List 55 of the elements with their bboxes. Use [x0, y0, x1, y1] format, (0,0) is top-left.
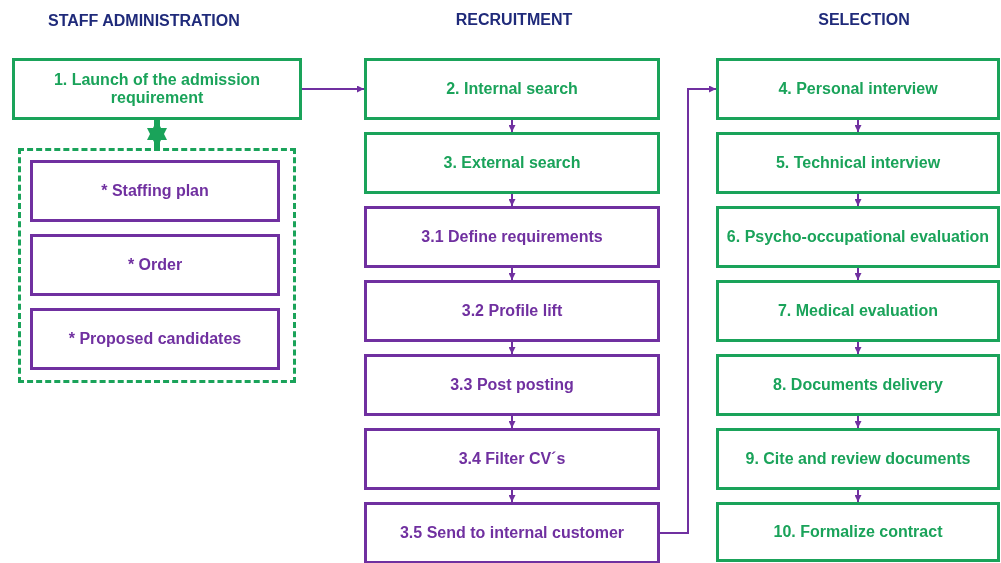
arrow	[854, 193, 862, 207]
box-label: 3.4 Filter CV´s	[458, 449, 566, 469]
box-label: 8. Documents delivery	[773, 375, 943, 395]
process-box	[716, 502, 1000, 562]
process-box	[716, 428, 1000, 490]
process-box	[364, 206, 660, 268]
process-box	[364, 280, 660, 342]
process-box	[364, 58, 660, 120]
arrow	[508, 119, 516, 133]
column-heading: RECRUITMENT	[455, 11, 573, 29]
box-label: 6. Psycho-occupational evaluation	[726, 227, 990, 247]
box-label: 1. Launch of the admission requirement	[52, 70, 262, 108]
process-box	[364, 354, 660, 416]
box-label: 7. Medical evaluation	[777, 301, 939, 321]
process-box	[716, 206, 1000, 268]
dashed-group-box	[18, 148, 296, 383]
arrow	[854, 119, 862, 133]
process-box	[364, 132, 660, 194]
process-box	[716, 280, 1000, 342]
process-box	[716, 58, 1000, 120]
arrow	[854, 489, 862, 503]
box-label: 3. External search	[443, 153, 581, 173]
arrow	[508, 415, 516, 429]
column-heading: STAFF ADMINISTRATION	[48, 12, 240, 30]
arrow	[508, 489, 516, 503]
box-label: * Proposed candidates	[68, 329, 242, 349]
process-box	[364, 502, 660, 563]
arrow	[659, 85, 717, 534]
box-label: 3.1 Define requirements	[421, 227, 603, 247]
box-label: 3.3 Post posting	[450, 375, 574, 395]
box-label: 4. Personal interview	[778, 79, 938, 99]
box-label: 2. Internal search	[446, 79, 578, 99]
process-box	[30, 308, 280, 370]
double-arrow	[147, 120, 167, 148]
arrow	[854, 415, 862, 429]
process-box	[12, 58, 302, 120]
process-box	[716, 354, 1000, 416]
column-heading: SELECTION	[818, 11, 910, 29]
box-label: * Staffing plan	[101, 181, 209, 201]
box-label: 9. Cite and review documents	[745, 449, 971, 469]
box-label: 3.5 Send to internal customer	[399, 523, 625, 543]
arrow	[301, 85, 365, 93]
arrow	[508, 267, 516, 281]
arrow	[508, 341, 516, 355]
box-label: 10. Formalize contract	[773, 522, 943, 542]
process-box	[30, 160, 280, 222]
arrow	[854, 267, 862, 281]
box-label: 5. Technical interview	[775, 153, 941, 173]
process-box	[30, 234, 280, 296]
arrow	[508, 193, 516, 207]
box-label: 3.2 Profile lift	[461, 301, 563, 321]
process-box	[716, 132, 1000, 194]
box-label: * Order	[127, 255, 183, 275]
arrow	[854, 341, 862, 355]
process-box	[364, 428, 660, 490]
